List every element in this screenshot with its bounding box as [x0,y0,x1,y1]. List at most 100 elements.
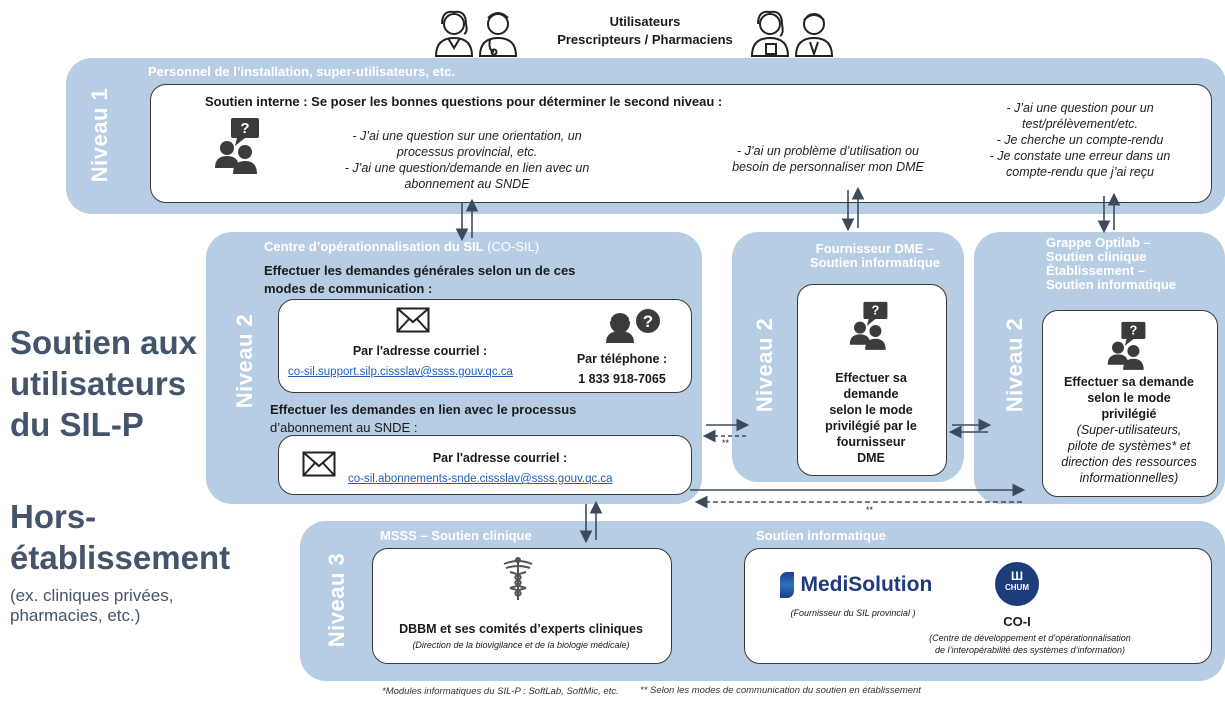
msss-title: MSSS – Soutien clinique [380,528,532,543]
dbbm-title: DBBM et ses comités d’experts cliniques [399,622,643,636]
medisolution-brand: MediSolution [800,573,933,596]
optilab-body-italic: direction des ressources [1061,455,1197,469]
cosil-email-label: Par l'adresse courriel : [352,344,488,358]
users-right-icons [746,8,841,58]
optilab-title-line: Grappe Optilab – [1046,235,1151,250]
coi-sub: (Centre de développement et d’opérationn… [880,632,1180,656]
niveau1-col3-line: - J’ai une question pour un [1006,101,1154,115]
side-sub-title: Hors- établissement [10,496,230,578]
side-examples-line: pharmacies, etc.) [10,606,141,625]
side-main-line: utilisateurs [10,365,187,402]
people-question-icon: ? [213,116,269,179]
people-question-icon: ? [1106,320,1154,375]
cosil-snde-heading-line: Effectuer les demandes en lien avec le p… [270,402,577,417]
coi-sub-line: de l’interopérabilité des systèmes d’inf… [934,645,1126,655]
cosil-snde-email-link[interactable]: co-sil.abonnements-snde.cissslav@ssss.go… [348,473,613,485]
optilab-body-line: Effectuer sa demande [1064,375,1194,389]
optilab-title: Grappe Optilab – Soutien clinique Établi… [1046,236,1176,292]
niveau1-box [150,84,1212,203]
niveau1-col2-line: besoin de personnaliser mon DME [732,160,924,174]
side-sub-line: établissement [10,539,231,576]
medisolution-sub: (Fournisseur du SIL provincial ) [790,608,916,618]
optilab-title-line: Soutien informatique [1046,277,1176,292]
chum-glyph: Ш [1010,569,1024,583]
niveau1-col1-line: processus provincial, etc. [396,145,538,159]
medisolution-logo: MediSolution [780,572,932,598]
niveau1-col3-line: compte-rendu que j’ai reçu [1006,165,1154,179]
niveau1-col3-line: - Je cherche un compte-rendu [996,133,1164,147]
niveau1-heading: Soutien interne : Se poser les bonnes qu… [205,94,723,109]
optilab-title-line: Soutien clinique [1046,249,1147,264]
header-title: Utilisateurs [609,14,681,29]
people-icon [434,10,518,57]
phone-question-icon: ? [606,307,664,348]
people-question-icon: ? [848,300,896,355]
niveau1-col1: - J’ai une question sur une orientation,… [312,128,622,192]
cosil-snde-heading: Effectuer les demandes en lien avec le p… [270,401,576,437]
cosil-general-heading-line: Effectuer les demandes générales selon u… [264,263,576,278]
optilab-body-line: privilégié [1101,407,1157,421]
niveau1-col1-line: - J’ai une question/demande en lien avec… [344,161,590,175]
cosil-email-link[interactable]: co-sil.support.silp.cissslav@ssss.gouv.q… [288,366,513,378]
svg-text:?: ? [643,312,653,331]
dme-title: Fournisseur DME – Soutien informatique [790,242,960,270]
optilab-body-line: selon le mode [1087,391,1171,405]
niveau1-col3-line: - Je constate une erreur dans un [989,149,1171,163]
cosil-title: Centre d’opérationnalisation du SIL (CO-… [264,240,539,254]
chum-logo: Ш CHUM [995,562,1039,606]
coi-title: CO-I [1003,614,1031,629]
users-left-icons [432,8,527,58]
footnote-right: ** Selon les modes de communication du s… [640,685,921,696]
side-main-line: du SIL-P [10,406,144,443]
header-subtitle: Prescripteurs / Pharmaciens [557,32,733,47]
niveau1-band-title: Personnel de l’installation, super-utili… [148,64,456,79]
coi-sub-line: (Centre de développement et d’opérationn… [929,633,1131,643]
dme-body-line: fournisseur [836,435,906,449]
cosil-title-bold: Centre d’opérationnalisation du SIL [264,239,484,254]
cosil-snde-box [278,435,692,495]
dme-body-line: privilégié par le [825,419,917,433]
dme-body-line: DME [857,451,885,465]
niveau1-col2: - J’ai un problème d’utilisation ou beso… [698,143,958,175]
envelope-icon [396,307,430,338]
svg-text:?: ? [871,303,879,318]
cosil-snde-heading-line: d’abonnement au SNDE : [270,420,418,435]
optilab-title-line: Établissement – [1046,263,1145,278]
optilab-body-italic: pilote de systèmes* et [1067,439,1191,453]
dme-title-line: Soutien informatique [810,255,940,270]
people-icon [750,10,834,58]
msss-box [372,548,672,664]
cosil-general-heading: Effectuer les demandes générales selon u… [264,262,575,298]
niveau1-col1-line: - J’ai une question sur une orientation,… [352,129,582,143]
chum-logo-text: CHUM [1005,583,1029,592]
cosil-snde-email-label: Par l'adresse courriel : [432,451,568,465]
dme-body: Effectuer sa demande selon le mode privi… [800,370,942,466]
side-examples-line: (ex. cliniques privées, [10,586,174,605]
optilab-body-italic: informationnelles) [1079,471,1179,485]
envelope-icon [302,451,336,482]
side-sub-line: Hors- [10,498,97,535]
optilab-body-italic: (Super-utilisateurs, [1076,423,1182,437]
svg-text:?: ? [1129,323,1137,338]
cosil-title-rest: (CO-SIL) [483,239,540,254]
info-title: Soutien informatique [756,528,886,543]
double-star-mark: ** [866,505,874,515]
dme-body-line: demande [843,387,899,401]
svg-text:?: ? [240,120,249,137]
double-star-mark: ** [722,438,730,448]
niveau1-col3-line: test/prélèvement/etc. [1021,117,1139,131]
dme-title-line: Fournisseur DME – [815,241,935,256]
side-main-title: Soutien aux utilisateurs du SIL-P [10,322,197,445]
niveau1-col3: - J’ai une question pour un test/prélève… [965,100,1195,180]
dbbm-sub: (Direction de la biovigilance et de la b… [412,640,630,650]
cosil-phone-label: Par téléphone : [576,352,668,366]
caduceus-icon [500,556,536,607]
niveau1-col2-line: - J’ai un problème d’utilisation ou [736,144,920,158]
footnote-left: *Modules informatiques du SIL-P : SoftLa… [382,686,619,697]
side-examples: (ex. cliniques privées, pharmacies, etc.… [10,586,173,626]
optilab-body: Effectuer sa demande selon le mode privi… [1044,374,1214,486]
dme-body-line: Effectuer sa [835,371,907,385]
medisolution-s-icon [780,572,794,598]
cosil-phone-number[interactable]: 1 833 918-7065 [578,372,666,386]
